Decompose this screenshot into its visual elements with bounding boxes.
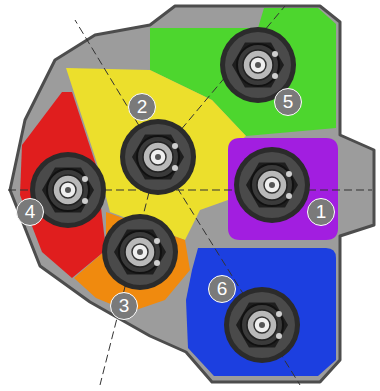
callout-number: 4 — [16, 198, 44, 226]
callout-number: 3 — [110, 292, 138, 320]
callout-number: 1 — [307, 198, 335, 226]
callout-number: 2 — [128, 93, 156, 121]
callout-number: 5 — [274, 88, 302, 116]
callout-number: 6 — [208, 275, 236, 303]
